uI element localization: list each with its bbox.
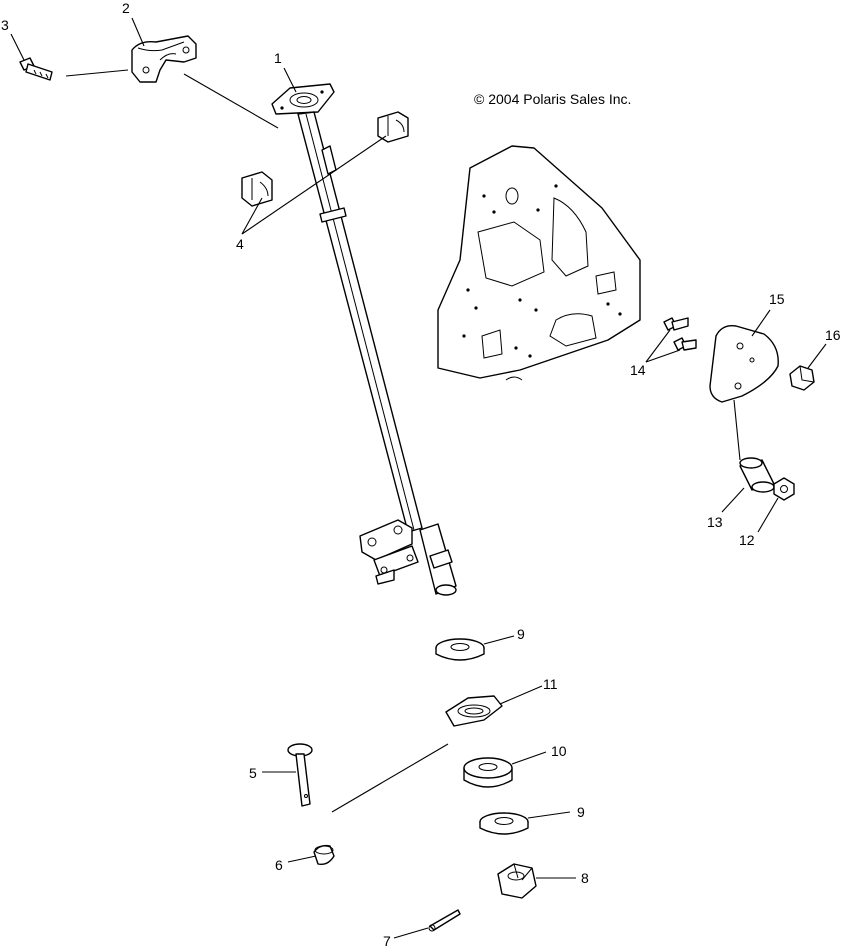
leader-6 [287, 855, 317, 863]
leader-4-lower [241, 197, 263, 235]
part-8-nut [497, 863, 537, 899]
leader-11 [499, 685, 543, 705]
callout-13: 13 [707, 514, 723, 530]
callout-1: 1 [274, 50, 282, 66]
part-9-washer-lower [479, 812, 529, 835]
callout-15: 15 [769, 291, 785, 307]
part-2-clamp [131, 35, 197, 83]
part-14-bolts [663, 317, 697, 351]
callout-12: 12 [739, 532, 755, 548]
frame-mounting-panel [437, 145, 641, 381]
leader-10 [511, 751, 547, 765]
part-4-bushing-lower [241, 171, 273, 207]
callout-9-lower: 9 [577, 804, 585, 820]
leader-11-to-bolt [331, 743, 449, 813]
leader-14-a [645, 329, 671, 363]
callout-5: 5 [249, 765, 257, 781]
part-3-bolt [19, 57, 53, 81]
callout-4: 4 [236, 236, 244, 252]
callout-16: 16 [825, 327, 841, 343]
copyright-notice: © 2004 Polaris Sales Inc. [474, 91, 631, 107]
callout-10: 10 [551, 743, 567, 759]
callout-3: 3 [1, 17, 9, 33]
leader-9-upper [483, 635, 515, 645]
leader-15-down [733, 399, 741, 461]
part-5-pin [287, 743, 313, 807]
leader-4-upper [241, 135, 387, 235]
part-6-cap [313, 844, 335, 866]
leader-13 [721, 487, 745, 513]
leader-12 [757, 497, 779, 533]
leader-2-to-column [183, 73, 279, 129]
leader-14-b [645, 349, 681, 363]
part-13-spacer [739, 457, 775, 493]
leader-16 [807, 343, 827, 369]
part-16-nut [789, 365, 815, 391]
callout-9-upper: 9 [517, 626, 525, 642]
part-12-nut [773, 477, 795, 501]
leader-15 [751, 309, 771, 337]
callout-11: 11 [543, 676, 558, 692]
callout-8: 8 [581, 870, 589, 886]
callout-2: 2 [122, 0, 130, 16]
part-7-cotter-pin [428, 909, 461, 932]
callout-7: 7 [383, 933, 391, 948]
leader-7 [393, 927, 429, 939]
part-15-plate [709, 325, 779, 403]
part-1-steering-column [271, 83, 457, 596]
part-11-flange [445, 695, 503, 727]
leader-2 [131, 17, 145, 47]
callout-6: 6 [275, 857, 283, 873]
leader-3 [10, 33, 25, 61]
leader-9-lower [527, 811, 571, 819]
part-9-washer-upper [435, 638, 485, 661]
callout-14: 14 [630, 362, 646, 378]
leader-3-to-2 [65, 69, 129, 77]
part-4-bushing-upper [377, 111, 409, 143]
leader-1 [283, 67, 297, 93]
part-10-spacer [463, 757, 513, 788]
